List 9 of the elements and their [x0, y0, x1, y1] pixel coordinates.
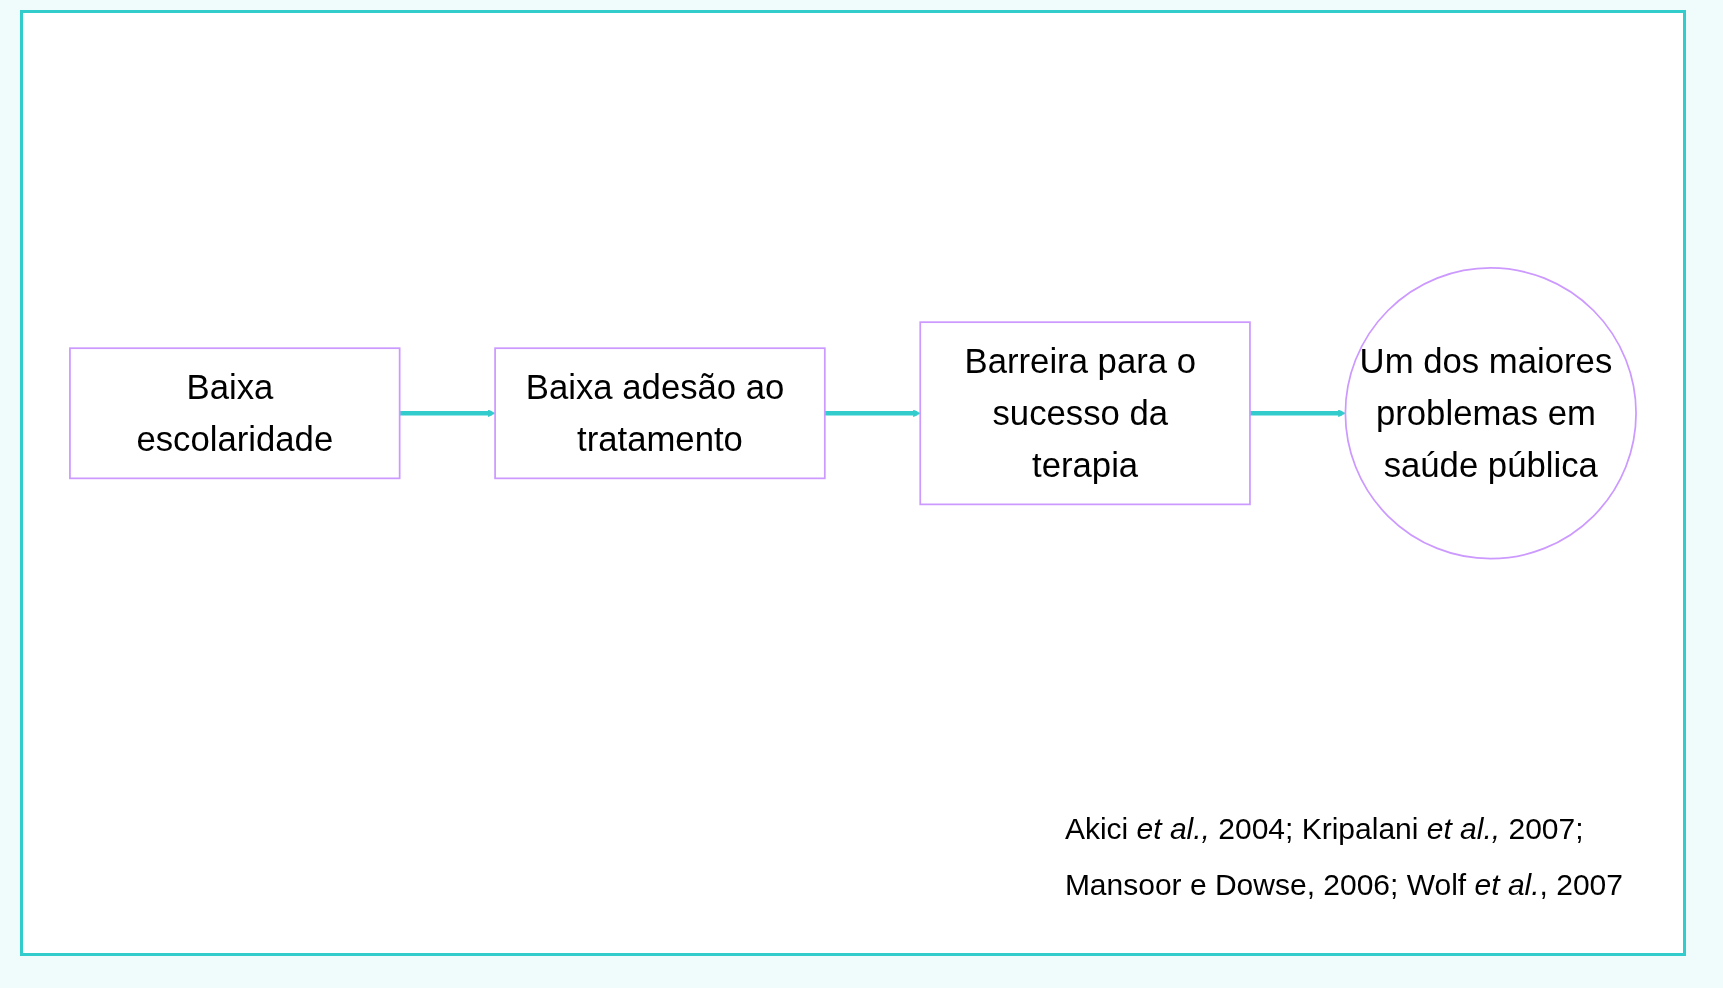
node-circle: Um dos maiores problemas em saúde pública: [1344, 266, 1637, 560]
node-box: Baixa adesão ao tratamento: [494, 347, 826, 479]
node-box: Barreira para o sucesso da terapia: [919, 321, 1251, 505]
arrow: [399, 409, 496, 417]
node-box: Baixa escolaridade: [69, 347, 401, 479]
arrow: [824, 409, 921, 417]
reference-text: Mansoor e Dowse, 2006; Wolf et al., 2007: [1064, 867, 1623, 903]
reference-text: Akici et al., 2004; Kripalani et al., 2007;: [1064, 811, 1585, 847]
arrow: [1249, 409, 1346, 417]
